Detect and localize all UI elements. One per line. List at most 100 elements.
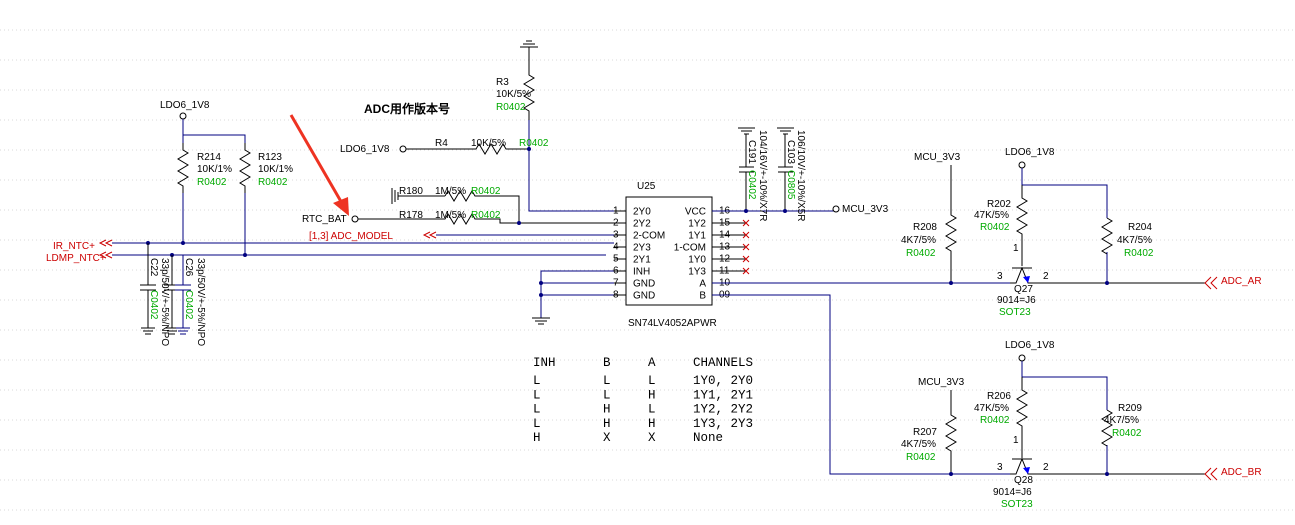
q28-ref: Q28 bbox=[1014, 475, 1033, 486]
u25-left-pin-name: GND bbox=[633, 279, 655, 290]
ldo6-1v8-net-label-left: LDO6_1V8 bbox=[160, 100, 210, 111]
capacitor-c22: C22 33p/50V/+-5%/NPO C0402 bbox=[140, 243, 170, 346]
c191-ref: C191 bbox=[746, 140, 757, 164]
power-port-icon bbox=[1018, 161, 1026, 169]
u25-right-pin-name: VCC bbox=[685, 207, 706, 218]
r4-pkg: R0402 bbox=[519, 138, 549, 149]
r202-ref: R202 bbox=[987, 199, 1011, 210]
u25-left-pin-name: 2Y2 bbox=[633, 219, 651, 230]
u25-left-pin-name: INH bbox=[633, 267, 650, 278]
no-connect-marks bbox=[742, 219, 750, 275]
q27-value: 9014=J6 bbox=[997, 295, 1036, 306]
capacitor-c26: C26 33p/50V/+-5%/NPO C0402 bbox=[164, 255, 206, 346]
r206-value: 47K/5% bbox=[974, 403, 1009, 414]
resistor-r180: R180 1M/5% R0402 bbox=[399, 186, 520, 223]
truth-table-cell: L bbox=[648, 403, 656, 417]
resistor-r178: R178 1M/5% R0402 bbox=[358, 210, 614, 225]
u25-right-pin-num: 12 bbox=[719, 254, 731, 265]
version-note-title: ADC用作版本号 bbox=[364, 101, 450, 116]
truth-table-header: INH bbox=[533, 356, 556, 370]
truth-table-cell: L bbox=[648, 374, 656, 388]
r123-ref: R123 bbox=[258, 152, 282, 163]
c22-pkg: C0402 bbox=[148, 290, 159, 320]
q28-pin3: 3 bbox=[997, 462, 1003, 473]
r178-pkg: R0402 bbox=[471, 210, 501, 221]
r209-pkg: R0402 bbox=[1112, 428, 1142, 439]
r214-pkg: R0402 bbox=[197, 177, 227, 188]
u25-right-pin-name: 1Y0 bbox=[688, 255, 706, 266]
r206-ref: R206 bbox=[987, 391, 1011, 402]
q28-pkg: SOT23 bbox=[1001, 499, 1033, 510]
q27-ref: Q27 bbox=[1014, 284, 1033, 295]
resistor-r202: R202 47K/5% R0402 bbox=[974, 185, 1028, 266]
r214-ref: R214 bbox=[197, 152, 221, 163]
truth-table-cell: None bbox=[693, 431, 723, 445]
c26-ref: C26 bbox=[183, 258, 194, 277]
r180-ref: R180 bbox=[399, 186, 423, 197]
u25-ref: U25 bbox=[637, 181, 656, 192]
u25-left-pin-num: 1 bbox=[613, 206, 619, 217]
u25-left-pin-num: 6 bbox=[613, 266, 619, 277]
u25-left-pin-name: 2Y1 bbox=[633, 255, 651, 266]
transistor-q28: 1 3 2 Q28 9014=J6 SOT23 bbox=[993, 435, 1205, 510]
r3-value: 10K/5% bbox=[496, 89, 531, 100]
ldo6-1v8-net-label-q28: LDO6_1V8 bbox=[1005, 340, 1055, 351]
r178-value: 1M/5% bbox=[435, 210, 466, 221]
q28-pin1: 1 bbox=[1013, 435, 1019, 446]
r209-value: 4K7/5% bbox=[1104, 415, 1139, 426]
u25-right-pin-name: A bbox=[699, 279, 706, 290]
r123-pkg: R0402 bbox=[258, 177, 288, 188]
mcu-3v3-net-label-u25: MCU_3V3 bbox=[842, 204, 889, 215]
u25-left-pin-num: 5 bbox=[613, 254, 619, 265]
r204-pkg: R0402 bbox=[1124, 248, 1154, 259]
mcu-3v3-net-label-q27: MCU_3V3 bbox=[914, 152, 961, 163]
c191-value: 104/16V/+-10%/X7R bbox=[757, 130, 768, 221]
r180-value: 1M/5% bbox=[435, 186, 466, 197]
u25-left-pin-num: 3 bbox=[613, 230, 619, 241]
r3-ref: R3 bbox=[496, 77, 509, 88]
ldmp-ntc-net-label: LDMP_NTC+ bbox=[46, 253, 106, 264]
resistor-r123: R123 10K/1% R0402 bbox=[239, 143, 293, 193]
adc-model-net-label: [1,3] ADC_MODEL bbox=[309, 231, 393, 242]
truth-table-header: B bbox=[603, 356, 611, 370]
truth-table-cell: L bbox=[533, 374, 541, 388]
q27-pin2: 2 bbox=[1043, 271, 1049, 282]
resistor-r209: R209 4K7/5% R0402 bbox=[1101, 403, 1142, 447]
truth-table-cell: H bbox=[603, 403, 611, 417]
power-port-icon bbox=[179, 112, 187, 120]
truth-table-cell: 1Y0, 2Y0 bbox=[693, 374, 753, 388]
r208-value: 4K7/5% bbox=[901, 235, 936, 246]
mcu-3v3-net-label-q28: MCU_3V3 bbox=[918, 377, 965, 388]
truth-table-cell: X bbox=[603, 431, 611, 445]
adc-ar-net-label: ADC_AR bbox=[1221, 276, 1262, 287]
u25-left-pin-name: 2-COM bbox=[633, 231, 665, 242]
u25-left-pin-num: 4 bbox=[613, 242, 619, 253]
r204-value: 4K7/5% bbox=[1117, 235, 1152, 246]
q27-pin1: 1 bbox=[1013, 243, 1019, 254]
annotation-arrow-icon bbox=[289, 114, 349, 216]
u25-right-pin-name: 1Y3 bbox=[688, 267, 706, 278]
gnd-symbol-u25 bbox=[532, 317, 550, 325]
ldo6-1v8-net-label-q27: LDO6_1V8 bbox=[1005, 147, 1055, 158]
r202-pkg: R0402 bbox=[980, 222, 1010, 233]
c103-pkg: C0805 bbox=[785, 170, 796, 200]
resistor-r204: R204 4K7/5% R0402 bbox=[1101, 217, 1154, 259]
u25-part: SN74LV4052APWR bbox=[628, 318, 717, 329]
r202-value: 47K/5% bbox=[974, 210, 1009, 221]
power-port-icon bbox=[1018, 354, 1026, 362]
r180-pkg: R0402 bbox=[471, 186, 501, 197]
r207-pkg: R0402 bbox=[906, 452, 936, 463]
truth-table-cell: L bbox=[533, 388, 541, 402]
adc-br-net-label: ADC_BR bbox=[1221, 467, 1262, 478]
gnd-symbol-r180 bbox=[391, 188, 445, 204]
power-port-icon bbox=[351, 215, 359, 223]
u25-right-pin-num: 11 bbox=[719, 266, 730, 277]
truth-table-cell: L bbox=[603, 374, 611, 388]
ir-ntc-net-label: IR_NTC+ bbox=[53, 241, 95, 252]
c22-value: 33p/50V/+-5%/NPO bbox=[159, 258, 170, 346]
c26-pkg: C0402 bbox=[183, 290, 194, 320]
q27-pkg: SOT23 bbox=[999, 307, 1031, 318]
